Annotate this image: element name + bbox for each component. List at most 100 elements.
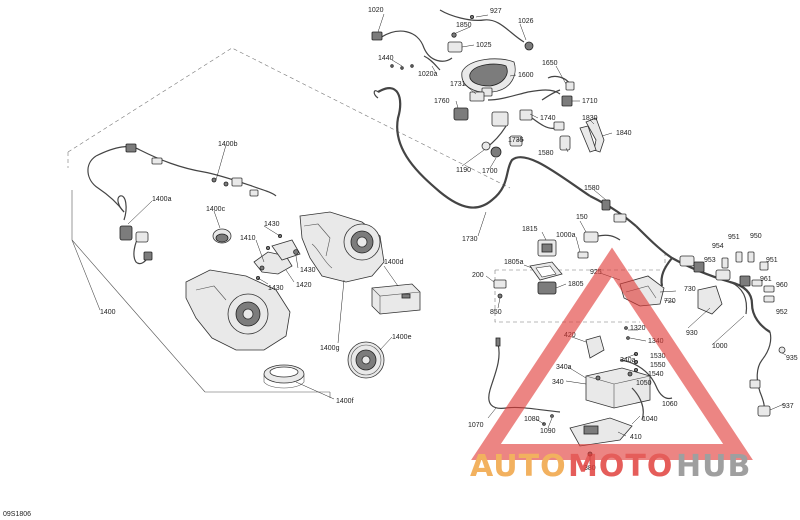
label-1400: 1400 — [100, 309, 116, 316]
label-1580-a: 1580 — [538, 150, 554, 157]
relay-1805 — [537, 281, 557, 295]
leader-lines — [127, 13, 787, 464]
label-1410: 1410 — [240, 235, 256, 242]
label-410: 410 — [630, 434, 642, 441]
connector-1710 — [561, 95, 573, 107]
connector-1580b — [601, 199, 627, 223]
label-927: 927 — [490, 8, 502, 15]
label-951-b: 951 — [766, 257, 778, 264]
connector-937 — [757, 405, 771, 417]
watermark-text-auto: AUTO — [470, 449, 567, 484]
label-1025: 1025 — [476, 42, 492, 49]
part-150 — [583, 231, 599, 243]
label-1815: 1815 — [522, 226, 538, 233]
dash-switch-parts — [453, 75, 575, 149]
label-930: 930 — [686, 330, 698, 337]
label-1060: 1060 — [662, 401, 678, 408]
connector-1020 — [371, 31, 383, 41]
screw-927 — [469, 14, 474, 19]
label-150: 150 — [576, 214, 588, 221]
harness-1400a-1400b — [87, 143, 277, 265]
module-box-1400d — [371, 283, 421, 315]
label-1026: 1026 — [518, 18, 534, 25]
label-1400d: 1400d — [384, 259, 404, 266]
label-1400a: 1400a — [152, 196, 172, 203]
label-1400g: 1400g — [320, 345, 340, 352]
sensor-1400a — [119, 225, 133, 241]
handle-1830-1840 — [559, 117, 605, 153]
label-1740: 1740 — [540, 115, 556, 122]
screw-1850 — [451, 32, 457, 38]
watermark-text-moto: MOTO — [568, 449, 673, 484]
speaker-1400e — [347, 341, 385, 379]
label-1540: 1540 — [648, 371, 664, 378]
label-200: 200 — [472, 272, 484, 279]
label-1050: 1050 — [636, 380, 652, 387]
label-1580-b: 1580 — [584, 185, 600, 192]
speaker-ring-1400f — [263, 364, 305, 389]
tray-410 — [569, 417, 633, 447]
bracket-1410-1420 — [253, 233, 301, 280]
label-1020: 1020 — [368, 7, 384, 14]
cables-1050-1060 — [619, 359, 673, 421]
watermark-text-hub: HUB — [676, 449, 751, 484]
label-952: 952 — [776, 309, 788, 316]
label-340: 340 — [552, 379, 564, 386]
label-380: 380 — [584, 465, 596, 472]
label-1805: 1805 — [568, 281, 584, 288]
label-1190: 1190 — [456, 167, 471, 174]
label-1840: 1840 — [616, 130, 632, 137]
label-1430-c: 1430 — [300, 267, 316, 274]
callout-labels: 927 1020 1026 1850 1025 1440 1020a 1600 … — [100, 7, 798, 472]
label-1430-b: 1430 — [268, 285, 284, 292]
screw-850 — [497, 293, 503, 299]
switch-1731 — [469, 91, 485, 102]
connector-1650 — [565, 81, 575, 91]
part-1580-top — [559, 135, 571, 151]
cable-1070 — [488, 337, 561, 413]
label-1430-a: 1430 — [264, 221, 280, 228]
diagram-code: 09S1806 — [3, 511, 31, 518]
watermark-logo: AUTO MOTO HUB — [470, 247, 753, 484]
switch-1760 — [453, 107, 469, 121]
label-1400c: 1400c — [206, 206, 226, 213]
grommet-935 — [778, 346, 786, 354]
label-720: 720 — [664, 298, 676, 305]
label-1830: 1830 — [582, 115, 598, 122]
label-340a-2: 340a — [556, 364, 572, 371]
label-730: 730 — [684, 286, 696, 293]
label-1090: 1090 — [540, 428, 556, 435]
speaker-housing-lower-1400g — [185, 269, 291, 351]
label-340a-1: 340a — [620, 357, 636, 364]
battery-340 — [585, 367, 651, 409]
pins-1440 — [390, 55, 441, 71]
label-961: 961 — [760, 276, 772, 283]
parts-1190-1700 — [481, 135, 523, 158]
label-1000: 1000 — [712, 343, 728, 350]
label-1530: 1530 — [650, 353, 666, 360]
label-1600: 1600 — [518, 72, 534, 79]
label-954: 954 — [712, 243, 724, 250]
label-950: 950 — [750, 233, 762, 240]
label-1850: 1850 — [456, 22, 472, 29]
label-1731: 1731 — [450, 81, 466, 88]
label-1700: 1700 — [482, 168, 498, 175]
label-1320: 1320 — [630, 325, 646, 332]
label-1735: 1735 — [508, 137, 524, 144]
label-1400e: 1400e — [392, 334, 412, 341]
label-850: 850 — [490, 309, 502, 316]
label-1400f: 1400f — [336, 398, 354, 405]
module-1740 — [491, 111, 509, 127]
battery-assembly — [569, 335, 651, 457]
strap-420 — [585, 335, 605, 359]
label-1550: 1550 — [650, 362, 666, 369]
top-wiring-group — [371, 9, 534, 62]
label-951-a: 951 — [728, 234, 740, 241]
label-1080: 1080 — [524, 416, 540, 423]
grommet-1026 — [524, 41, 534, 51]
label-1000a: 1000a — [556, 232, 576, 239]
label-1020a: 1020a — [418, 71, 438, 78]
fitting-1190 — [481, 141, 491, 151]
gauge-cluster-1600 — [461, 58, 516, 97]
label-1070: 1070 — [468, 422, 484, 429]
